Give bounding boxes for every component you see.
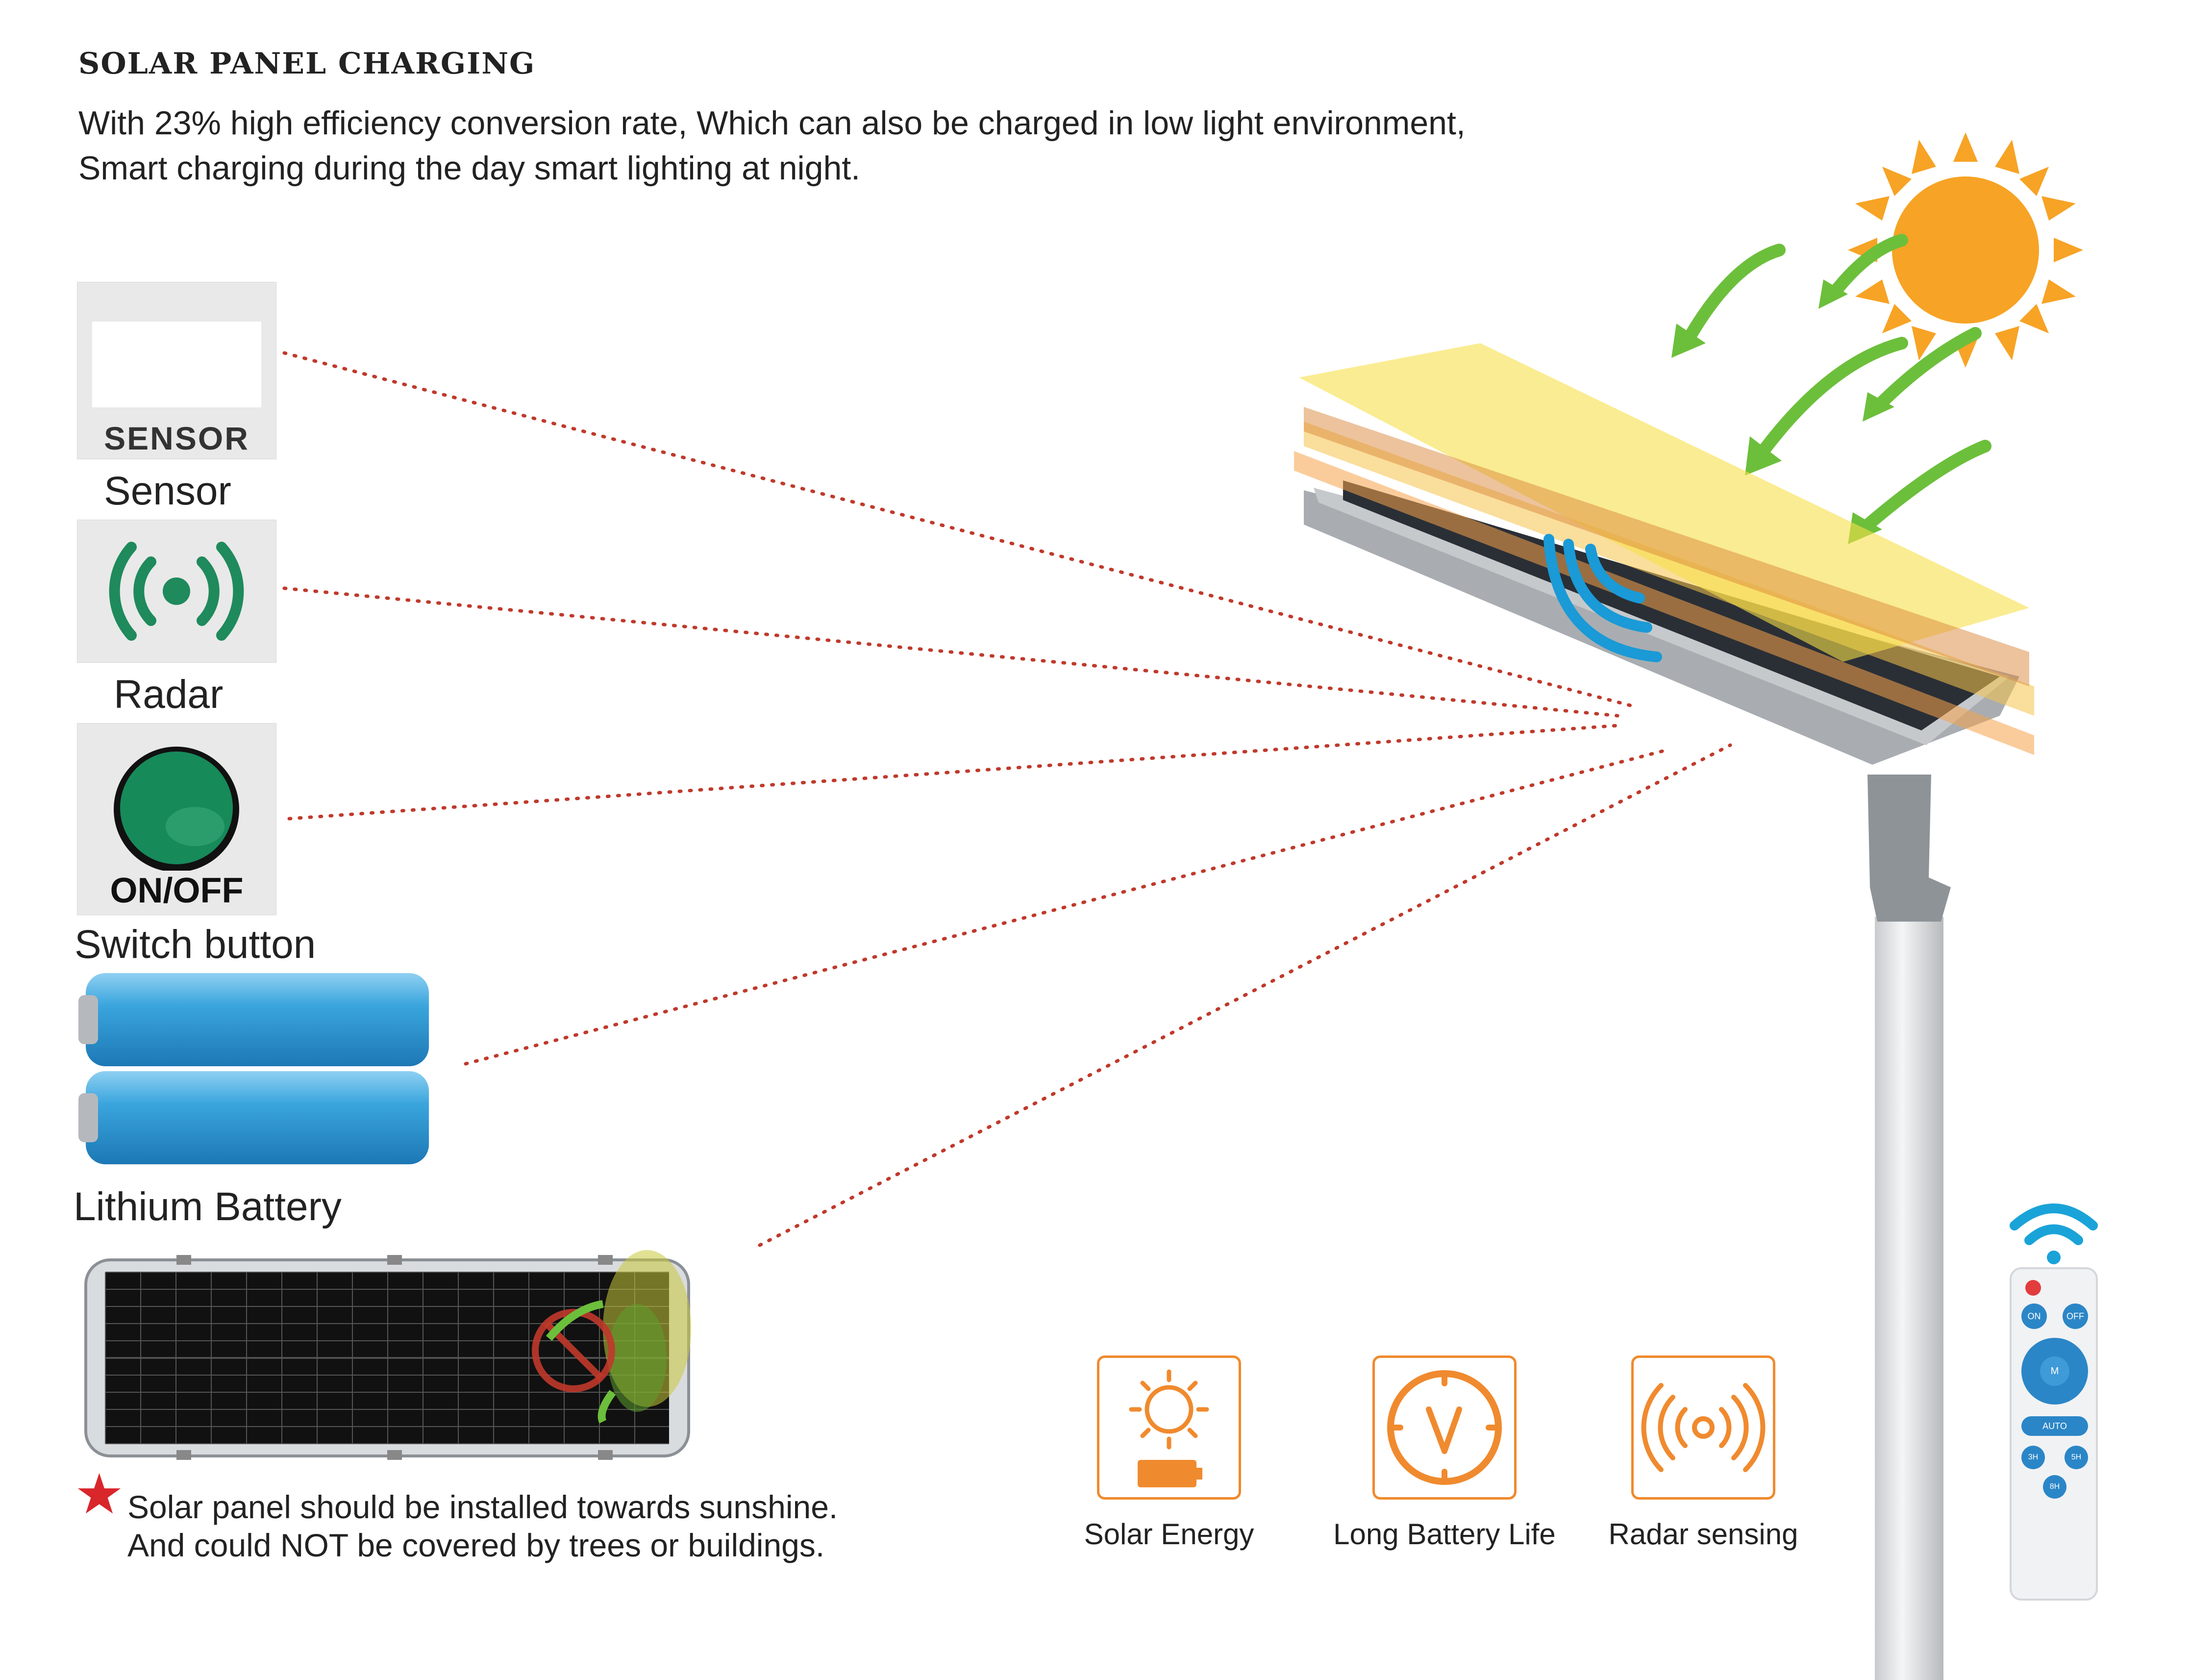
sensor-thumbnail: SENSOR bbox=[77, 282, 276, 459]
battery-label: Lithium Battery bbox=[74, 1184, 342, 1229]
connector-radar bbox=[282, 586, 1619, 718]
note-line-2: And could NOT be covered by trees or bui… bbox=[127, 1527, 825, 1563]
intro-line-2: Smart charging during the day smart ligh… bbox=[78, 150, 861, 187]
feature-long-battery-life bbox=[1372, 1355, 1517, 1500]
switch-thumb-text: ON/OFF bbox=[110, 871, 244, 910]
connector-battery bbox=[464, 748, 1668, 1066]
remote-wifi-icon bbox=[2010, 1204, 2098, 1264]
sensor-thumb-text: SENSOR bbox=[104, 420, 249, 456]
pole bbox=[1875, 917, 1943, 1680]
feature-solar-energy bbox=[1097, 1355, 1241, 1500]
remote-dpad[interactable]: M bbox=[2021, 1338, 2088, 1404]
street-light-image bbox=[1294, 343, 2034, 1680]
radar-waves-icon bbox=[1543, 534, 1662, 662]
remote-mode-button[interactable]: M bbox=[2040, 1356, 2069, 1386]
remote-5h-button[interactable]: 5H bbox=[2065, 1446, 2088, 1469]
remote-off-button[interactable]: OFF bbox=[2063, 1304, 2088, 1329]
switch-label: Switch button bbox=[75, 922, 316, 967]
star-icon bbox=[77, 1473, 121, 1514]
remote-8h-button[interactable]: 8H bbox=[2043, 1475, 2066, 1499]
feature-radar-sensing bbox=[1631, 1355, 1775, 1500]
remote-3h-button[interactable]: 3H bbox=[2021, 1446, 2045, 1469]
battery-image bbox=[78, 973, 429, 1164]
remote-control: ON OFF M AUTO 3H 5H 8H bbox=[2010, 1267, 2098, 1601]
sun-battery-icon bbox=[1129, 1369, 1209, 1487]
sun-icon bbox=[1848, 132, 2083, 368]
feature-solar-energy-label: Solar Energy bbox=[1084, 1518, 1254, 1551]
installation-note: Solar panel should be installed towards … bbox=[127, 1488, 838, 1564]
intro-line-1: With 23% high efficiency conversion rate… bbox=[78, 104, 1466, 142]
feature-long-battery-life-label: Long Battery Life bbox=[1333, 1518, 1556, 1551]
connector-panel bbox=[758, 743, 1732, 1247]
remote-on-button[interactable]: ON bbox=[2021, 1304, 2047, 1329]
remote-auto-button[interactable]: AUTO bbox=[2021, 1416, 2088, 1436]
remote-led bbox=[2025, 1280, 2041, 1296]
feature-radar-sensing-label: Radar sensing bbox=[1608, 1518, 1798, 1551]
sensor-label: Sensor bbox=[104, 469, 231, 513]
solar-panel-image bbox=[84, 1250, 691, 1460]
page-title: SOLAR PANEL CHARGING bbox=[78, 47, 536, 81]
radar-wave-icon bbox=[1641, 1383, 1766, 1472]
clock-icon bbox=[1387, 1370, 1502, 1485]
radar-icon bbox=[109, 542, 244, 641]
note-line-1: Solar panel should be installed towards … bbox=[127, 1489, 838, 1525]
sensor-window bbox=[92, 322, 261, 407]
battery-cell-1 bbox=[86, 973, 429, 1066]
switch-thumbnail: ON/OFF bbox=[77, 723, 276, 915]
battery-cell-2 bbox=[86, 1071, 429, 1164]
radar-thumbnail bbox=[77, 520, 276, 663]
radar-label: Radar bbox=[114, 672, 224, 717]
intro-text: With 23% high efficiency conversion rate… bbox=[78, 100, 1696, 191]
power-button-icon bbox=[114, 747, 239, 872]
